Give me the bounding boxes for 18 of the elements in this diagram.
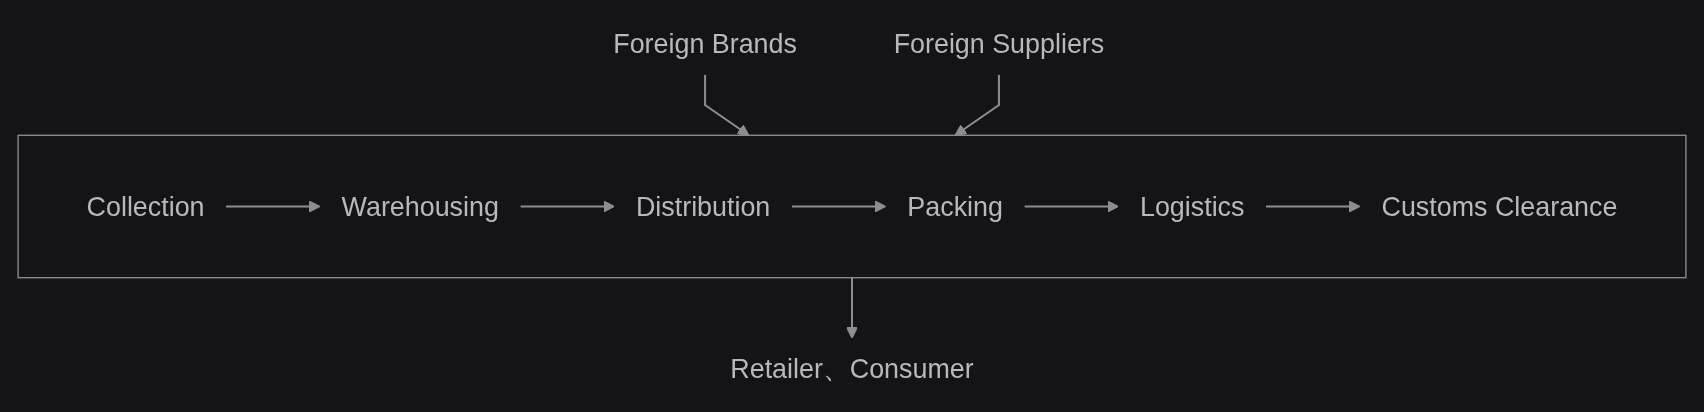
arrow — [520, 200, 615, 212]
node-text: Warehousing — [341, 191, 499, 221]
node-text: Retailer、Consumer — [730, 353, 974, 384]
node-text: Collection — [86, 191, 205, 221]
arrow — [704, 74, 750, 136]
node-text: Foreign Suppliers — [893, 28, 1105, 59]
arrow — [954, 74, 1000, 136]
arrow — [791, 200, 887, 212]
node-text: Customs Clearance — [1381, 191, 1618, 221]
arrow — [1265, 200, 1361, 212]
arrow — [1024, 200, 1119, 212]
node-text: Logistics — [1139, 191, 1245, 221]
arrow — [226, 200, 321, 212]
cluster — [17, 134, 1687, 278]
node-text: Distribution — [635, 191, 771, 221]
node-text: Foreign Brands — [613, 28, 797, 59]
arrow — [846, 277, 858, 339]
node-text: Packing — [907, 191, 1003, 221]
